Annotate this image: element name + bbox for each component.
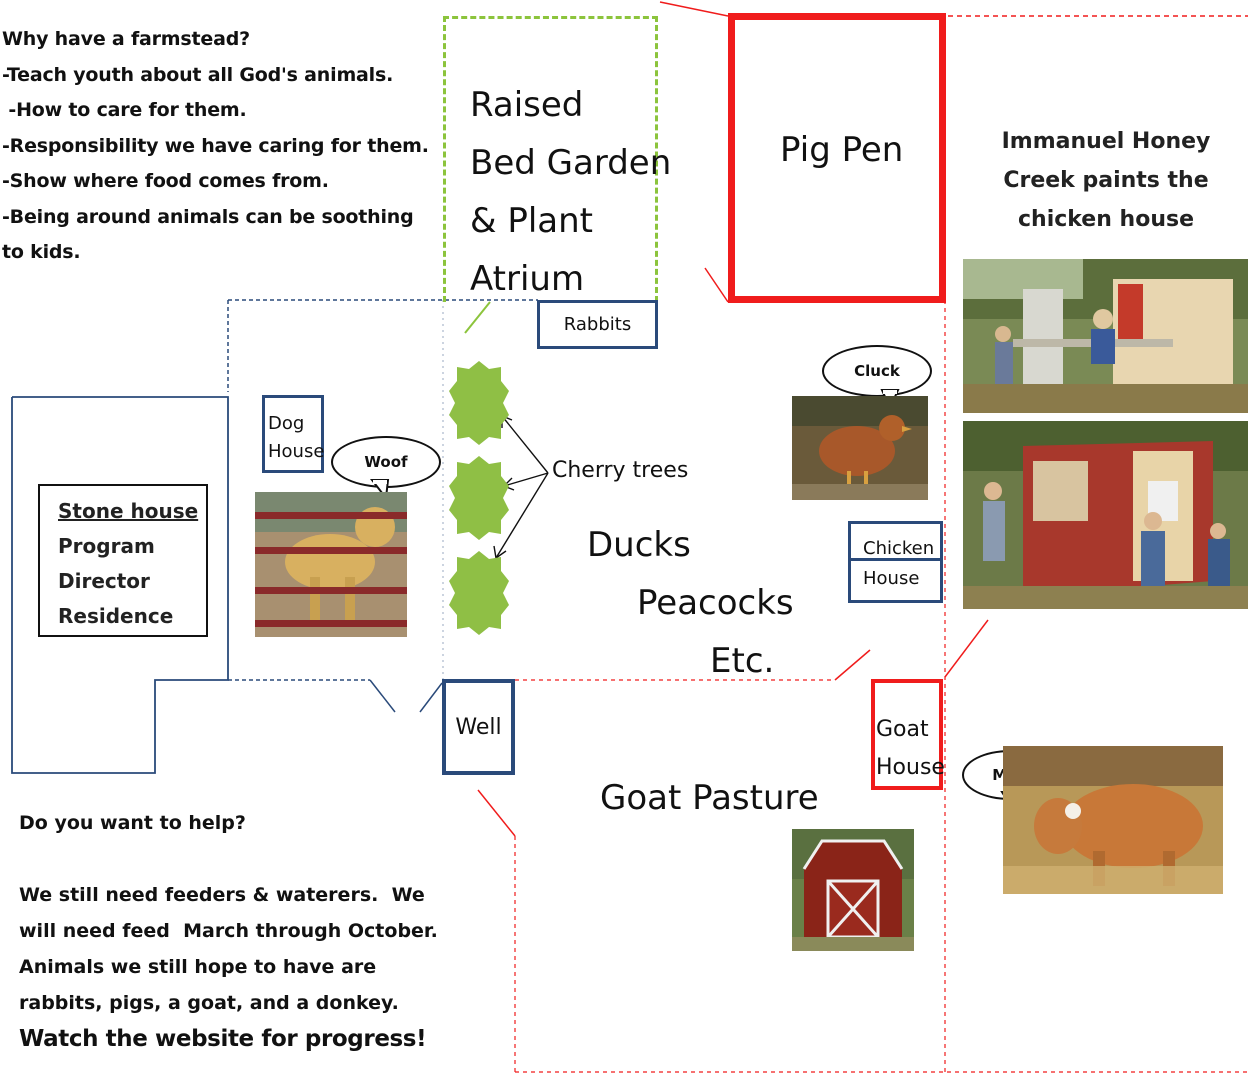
why-line: -Responsibility we have caring for them. [2,134,429,157]
raised-bed-garden-area [443,16,658,302]
garden-label: Raised Bed Garden & Plant Atrium [470,76,671,308]
help-line: will need feed March through October. [19,920,438,942]
dog-house-box: Dog House [262,395,324,473]
pig-pen-label: Pig Pen [780,130,904,170]
rabbits-label: Rabbits [563,314,632,335]
well-label: Well [455,714,502,740]
garden-line: Raised [470,85,584,125]
stone-house-line: Residence [58,604,174,628]
tree-icon [449,361,509,445]
why-line: to kids. [2,241,81,263]
chicken-house-box: Chicken House [848,521,943,603]
help-line: We still need feeders & waterers. We [19,884,425,906]
rabbits-box: Rabbits [537,300,658,349]
why-line: -Being around animals can be soothing [2,205,414,228]
stone-house-box: Stone house Program Director Residence [38,484,208,637]
chicken-house-divider [848,558,943,561]
why-farmstead-text: Why have a farmstead? -Teach youth about… [2,22,429,271]
peacocks-label: Peacocks [637,583,794,623]
garden-line: Bed Garden [470,143,672,183]
caption-line: chicken house [1017,207,1195,232]
help-block: Do you want to help? We still need feede… [19,805,438,1057]
why-line: -Teach youth about all God's animals. [2,63,394,86]
painting-photo [963,421,1248,609]
why-line: -Show where food comes from. [2,170,329,192]
goat-house-line: House [876,755,945,780]
woof-text: Woof [364,453,408,471]
tree-icon [449,456,509,540]
chicken-photo [792,396,928,500]
cluck-text: Cluck [854,362,900,380]
help-cta: Watch the website for progress! [19,1026,427,1052]
calf-photo [1003,746,1223,894]
why-line: Why have a farmstead? [2,28,250,50]
stone-house-title: Stone house [58,499,199,523]
cluck-speech-bubble: Cluck [822,345,932,397]
goat-pasture-label: Goat Pasture [600,778,819,818]
chicken-house-caption: Immanuel Honey Creek paints the chicken … [960,122,1248,239]
why-line: -How to care for them. [2,99,247,121]
help-line: Animals we still hope to have are [19,956,377,978]
stone-house-line: Program [58,534,155,558]
shed-photo [792,829,914,951]
goat-house-line: Goat [876,717,929,742]
dog-house-line: House [268,441,325,462]
caption-line: Creek paints the [1003,168,1209,193]
etc-label: Etc. [710,641,775,681]
well-box: Well [442,679,515,775]
pig-pen-area [728,13,946,303]
caption-line: Immanuel Honey [1001,129,1211,154]
ducks-label: Ducks [587,525,691,565]
garden-line: Atrium [470,259,585,299]
chicken-house-line: Chicken [863,538,935,559]
garden-line: & Plant [470,201,593,241]
tree-icon [449,551,509,635]
help-question: Do you want to help? [19,812,246,834]
dog-house-line: Dog [268,413,305,434]
painting-photo [963,259,1248,413]
help-line: rabbits, pigs, a goat, and a donkey. [19,992,399,1014]
chicken-house-line: House [863,568,920,589]
stone-house-line: Director [58,569,150,593]
cherry-trees-label: Cherry trees [552,458,689,483]
goat-house-box: Goat House [871,679,945,790]
dog-photo [255,492,407,637]
cherry-tree-icons [449,361,509,635]
